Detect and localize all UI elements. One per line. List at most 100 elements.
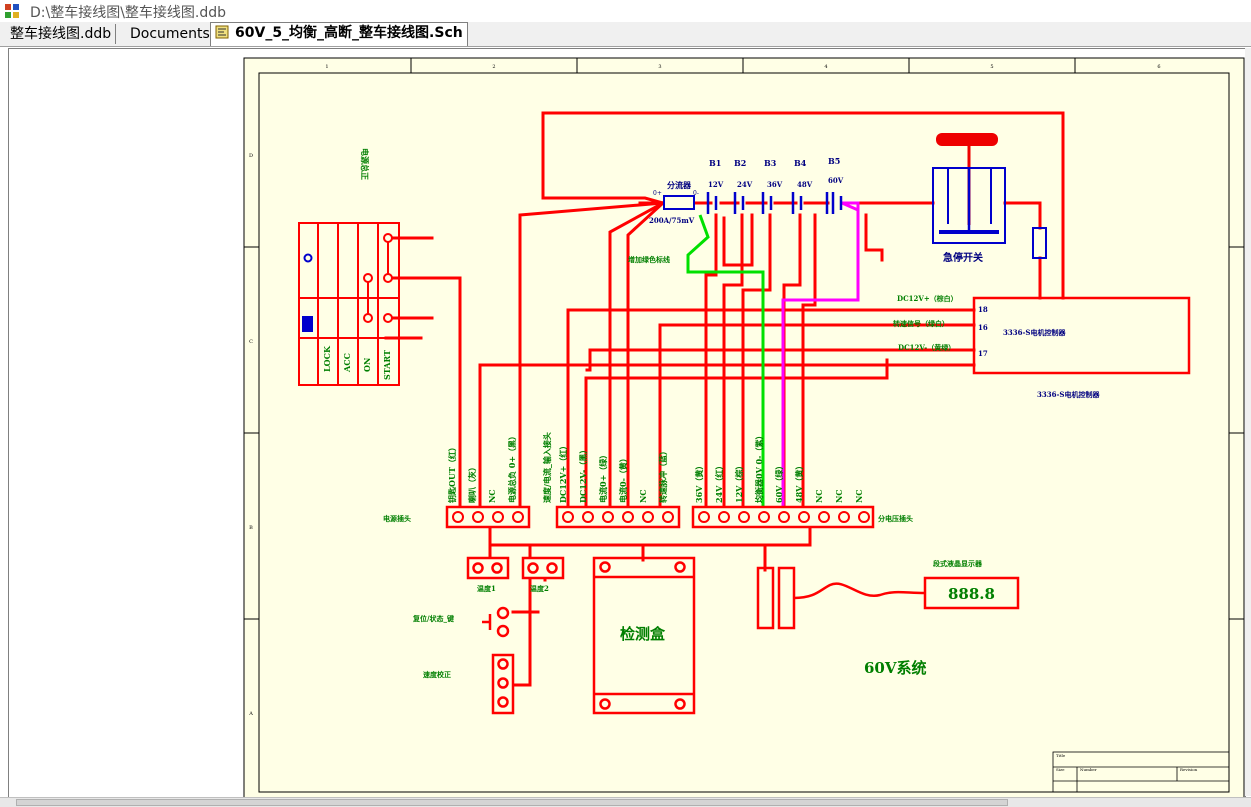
zone-dividers xyxy=(244,58,1244,620)
controller-signal-18: DC12V+（棕白） xyxy=(897,294,958,303)
window-title: D:\整车接线图\整车接线图.ddb xyxy=(30,5,227,21)
term-3-4: 均衡器0V 0-（紫） xyxy=(754,432,764,503)
key-switch-title: 电源总正 xyxy=(360,148,370,180)
lock-icon xyxy=(302,316,313,332)
controller-signal-17: DC12V-（黄绿） xyxy=(898,343,955,352)
shunt-minus-label: 0- xyxy=(693,190,699,197)
reset-button xyxy=(482,606,510,638)
zone-col-2: 2 xyxy=(492,64,495,70)
zone-row-b: B xyxy=(249,525,253,531)
magenta-wire xyxy=(781,201,860,510)
shunt-plus-label: 0+ xyxy=(653,190,662,197)
emergency-stop-switch xyxy=(932,133,1006,244)
key-pos-start: START xyxy=(382,350,392,380)
battery-b2-voltage: 24V xyxy=(737,180,753,189)
app-icon xyxy=(5,4,19,18)
temperature-connectors xyxy=(466,556,565,580)
key-pos-lock: LOCK xyxy=(322,345,332,372)
green-wire xyxy=(686,214,765,510)
term-3-3: 12V（棕） xyxy=(734,462,744,503)
lcd-display xyxy=(756,566,1020,630)
zone-row-a: A xyxy=(248,711,253,717)
shunt-spec: 200A/75mV xyxy=(649,216,695,225)
key-hole-icon xyxy=(303,253,313,263)
battery-b3-voltage: 36V xyxy=(767,180,783,189)
battery-b5-name: B5 xyxy=(828,156,840,166)
estop-label: 急停开关 xyxy=(943,251,983,264)
title-block-revision: Revision xyxy=(1180,767,1198,772)
speed-calibration-label: 速度校正 xyxy=(423,670,451,679)
zone-col-5: 5 xyxy=(990,64,993,70)
vertical-scrollbar[interactable] xyxy=(1245,48,1251,796)
battery-cells xyxy=(706,192,843,214)
document-tab-bar: 整车接线图.ddb Documents 60V_5_均衡_高断_整车接线图.Sc… xyxy=(0,22,1251,47)
term-2-6: 转速脉冲（蓝） xyxy=(658,447,668,503)
term-2-5: NC xyxy=(638,489,648,503)
term-2-1: DC12V+（红） xyxy=(558,442,568,503)
tab-ddb-label: 整车接线图.ddb xyxy=(10,26,112,42)
battery-b1-name: B1 xyxy=(709,158,721,168)
tab-schematic-label: 60V_5_均衡_高断_整车接线图.Sch xyxy=(235,25,463,41)
term-3-9: NC xyxy=(854,489,864,503)
term-1-4: 电源总负 0+（黑） xyxy=(507,432,517,503)
zone-col-6: 6 xyxy=(1157,64,1160,70)
battery-b1-voltage: 12V xyxy=(708,180,724,189)
lcd-label: 段式液晶显示器 xyxy=(933,559,983,568)
horizontal-scroll-thumb[interactable] xyxy=(16,799,1008,806)
fuse xyxy=(1032,227,1047,259)
green-wire-note: 增加绿色标线 xyxy=(628,255,670,264)
term-3-7: NC xyxy=(814,489,824,503)
motor-controller xyxy=(972,296,1191,375)
term-1-2: 喇叭（灰） xyxy=(467,463,477,503)
controller-pin-16: 16 xyxy=(978,323,988,332)
term-3-6: 48V（黄） xyxy=(794,462,804,503)
controller-pin-17: 17 xyxy=(978,349,988,358)
battery-b5-voltage: 60V xyxy=(828,176,844,185)
key-switch xyxy=(298,222,400,386)
zone-col-1: 1 xyxy=(325,64,328,70)
tab-documents-label: Documents xyxy=(130,26,210,42)
terminal-group-3-name: 分电压插头 xyxy=(878,514,913,523)
zone-row-c: C xyxy=(249,339,253,345)
term-2-0: 速度/电流_输入接头 xyxy=(542,432,552,503)
battery-b2-name: B2 xyxy=(734,158,746,168)
key-pos-on: ON xyxy=(362,358,372,372)
term-3-5: 60V（绿） xyxy=(774,462,784,503)
zone-col-3: 3 xyxy=(658,64,661,70)
zone-row-d: D xyxy=(249,153,253,159)
test-box-label: 检测盒 xyxy=(620,625,666,643)
schematic-doc-icon xyxy=(215,25,229,39)
tab-ddb[interactable]: 整车接线图.ddb xyxy=(6,24,117,44)
battery-b4-name: B4 xyxy=(794,158,807,168)
title-block-size: Size xyxy=(1056,767,1065,772)
reset-label: 复位/状态_键 xyxy=(412,614,454,623)
key-pos-acc: ACC xyxy=(342,353,352,373)
term-3-1: 36V（黄） xyxy=(694,462,704,503)
controller-caption: 3336-S电机控制器 xyxy=(1037,390,1100,399)
shunt-resistor xyxy=(663,195,695,210)
terminal-group-1-name: 电源插头 xyxy=(383,514,411,523)
lcd-value: 888.8 xyxy=(948,585,995,603)
term-1-3: NC xyxy=(487,489,497,503)
term-3-2: 24V（红） xyxy=(714,462,724,503)
controller-pin-18: 18 xyxy=(978,305,988,314)
title-block-title: Title xyxy=(1056,753,1066,758)
shunt-label: 分流器 xyxy=(667,180,692,190)
tab-schematic[interactable]: 60V_5_均衡_高断_整车接线图.Sch xyxy=(210,22,468,46)
controller-name: 3336-S电机控制器 xyxy=(1003,328,1066,337)
title-bar: D:\整车接线图\整车接线图.ddb xyxy=(0,0,1251,22)
temp1-label: 温度1 xyxy=(477,584,496,593)
term-3-8: NC xyxy=(834,489,844,503)
controller-signal-16: 转速信号（绿白） xyxy=(893,319,949,328)
system-label: 60V系统 xyxy=(864,659,927,677)
zone-col-4: 4 xyxy=(824,64,827,70)
title-block xyxy=(1052,751,1230,793)
terminal-screws xyxy=(452,511,870,523)
term-2-4: 电流0-（黄） xyxy=(618,454,628,503)
battery-b4-voltage: 48V xyxy=(797,180,813,189)
title-block-number: Number xyxy=(1080,767,1097,772)
term-1-1: 钥匙OUT（红） xyxy=(447,443,457,503)
speed-calibration-connector xyxy=(491,653,515,715)
battery-b3-name: B3 xyxy=(764,158,777,168)
